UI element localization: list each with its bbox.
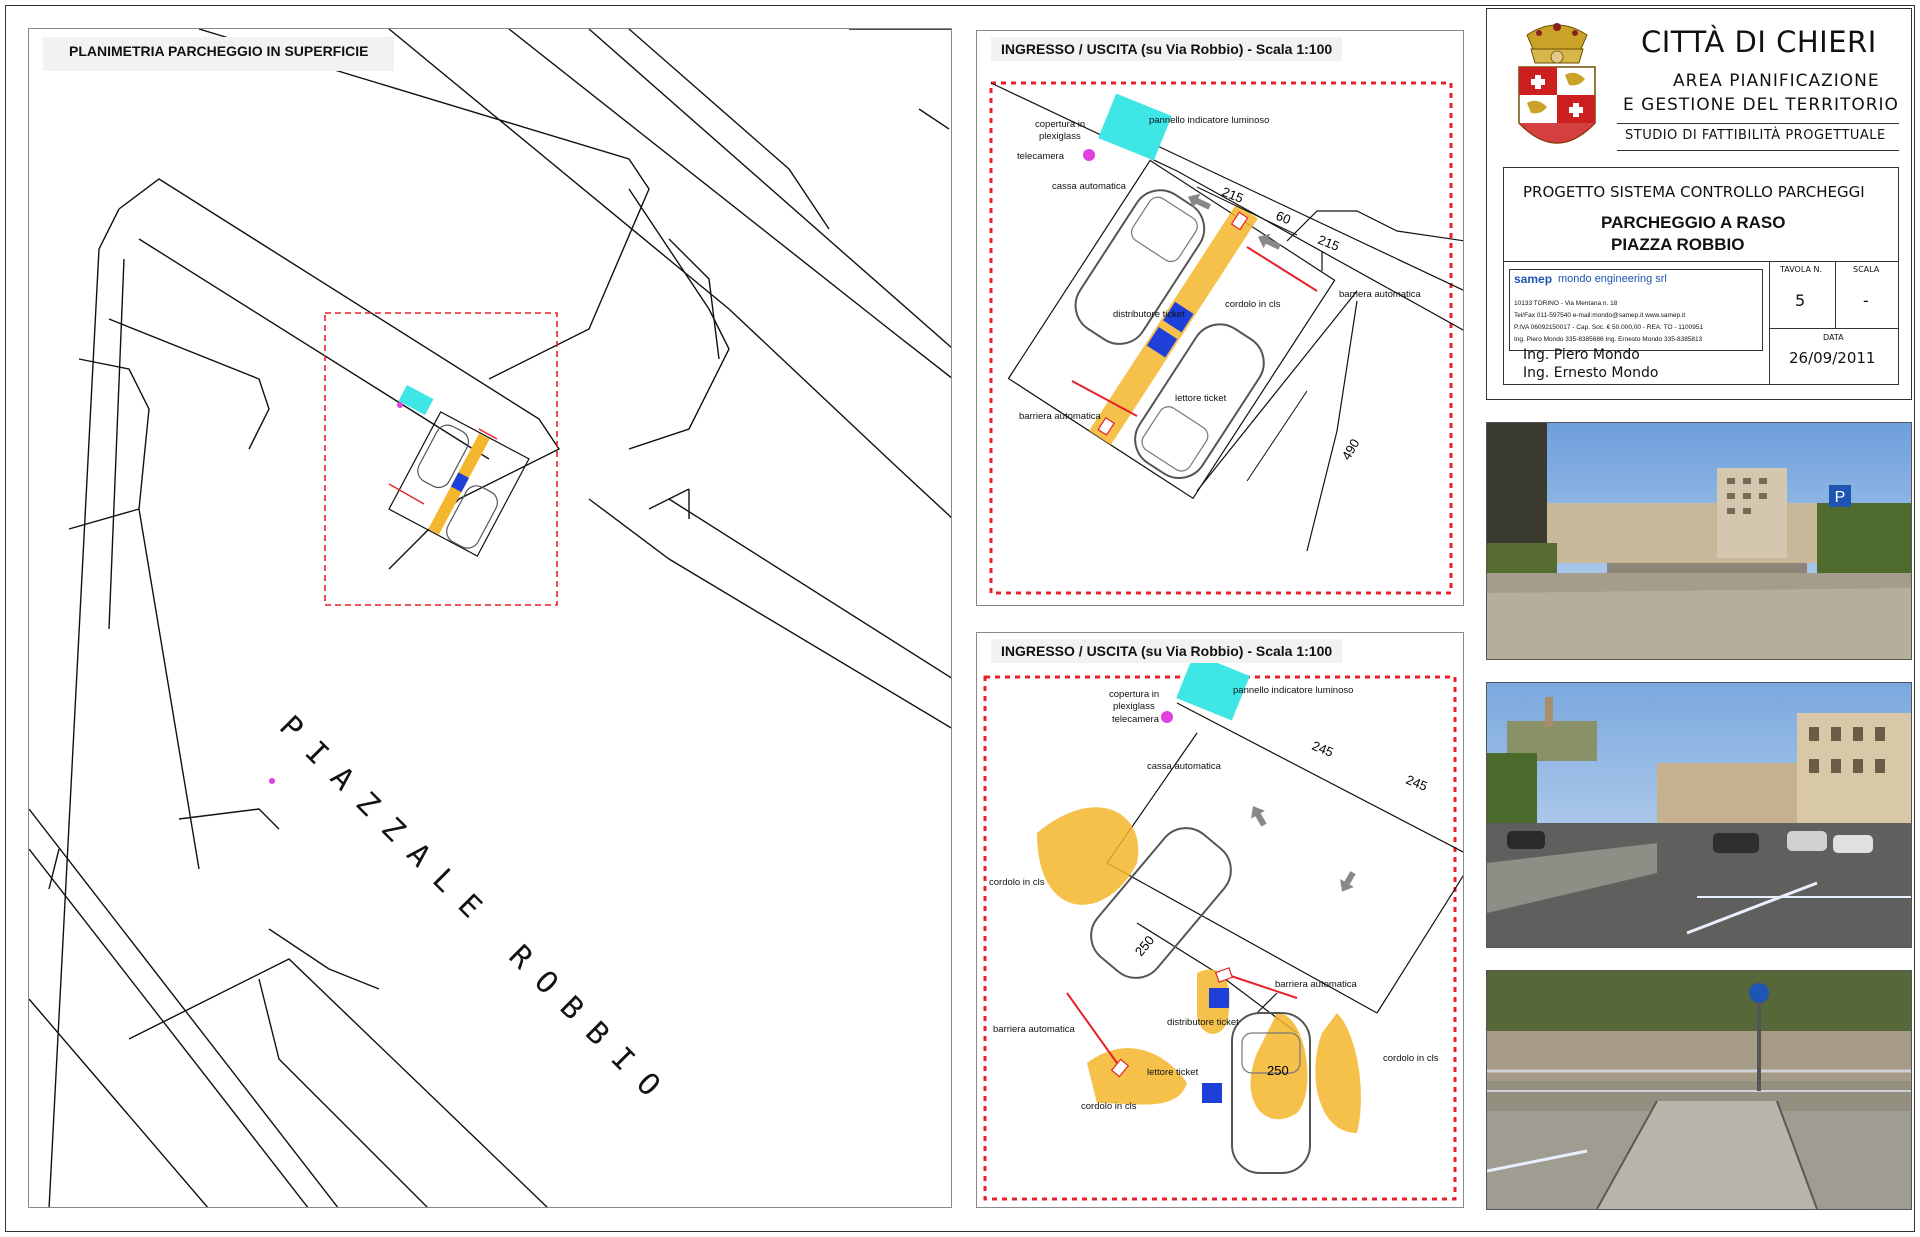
site-photo-2 (1486, 682, 1912, 948)
firm-name: samep (1514, 272, 1553, 286)
tavola-divider-h (1769, 328, 1899, 329)
entrance-detail-title-1: INGRESSO / USCITA (su Via Robbio) - Scal… (991, 37, 1343, 61)
department-line-1: AREA PIANIFICAZIONE (1673, 71, 1880, 91)
entrance-detail-panel-1: copertura in plexiglass pannello indicat… (976, 30, 1464, 606)
firm-line-3: P.IVA 06092150017 - Cap. Soc. € 50.000,0… (1514, 324, 1704, 331)
label-cordolo-2-2: cordolo in cls (1081, 1101, 1137, 1112)
label-telecamera: telecamera (1017, 151, 1065, 162)
city-coat-of-arms (1518, 23, 1596, 144)
label-barriera-2: barriera automatica (1019, 411, 1102, 422)
curb-shape-5 (1315, 1013, 1361, 1133)
entrance-detail-panel-2: copertura in plexiglass pannello indicat… (976, 632, 1464, 1208)
label-copertura-2-1: copertura in (1109, 689, 1159, 700)
dim-250-a: 250 (1132, 933, 1157, 959)
area-of-interest-box (324, 312, 558, 606)
entrance-detail-title-2: INGRESSO / USCITA (su Via Robbio) - Scal… (991, 639, 1343, 663)
tavola-divider-v1 (1769, 262, 1770, 385)
site-plan-title: PLANIMETRIA PARCHEGGIO IN SUPERFICIE (43, 37, 395, 71)
label-cordolo-2-1: cordolo in cls (989, 877, 1045, 888)
sheet-border (5, 5, 1915, 1232)
label-lettore: lettore ticket (1175, 393, 1227, 404)
department-line-2: E GESTIONE DEL TERRITORIO (1623, 95, 1899, 115)
data-label: DATA (1823, 333, 1844, 342)
cashier-cabin (1098, 93, 1172, 161)
dim-490: 490 (1339, 436, 1363, 462)
project-divider (1503, 261, 1899, 262)
label-telecamera-2: telecamera (1112, 714, 1160, 725)
label-pannello: pannello indicatore luminoso (1149, 115, 1269, 126)
firm-line-4: Ing. Piero Mondo 335-8385686 Ing. Ernest… (1514, 336, 1703, 343)
parking-name-line-1: PARCHEGGIO A RASO (1601, 213, 1786, 232)
entrance-detail-drawing-2: copertura in plexiglass pannello indicat… (983, 653, 1463, 1201)
label-pannello-2: pannello indicatore luminoso (1233, 685, 1353, 696)
curb-shape-3 (1087, 1048, 1187, 1105)
label-copertura-2-2: plexiglass (1113, 701, 1155, 712)
firm-line-1: 10133 TORINO - Via Mentana n. 18 (1514, 300, 1618, 307)
dim-250-b: 250 (1267, 1063, 1289, 1078)
label-cassa: cassa automatica (1052, 181, 1127, 192)
label-copertura-2: plexiglass (1039, 131, 1081, 142)
dim-60: 60 (1274, 208, 1293, 227)
scala-value: - (1863, 291, 1869, 310)
dim-245-a: 245 (1310, 738, 1336, 760)
label-cordolo: cordolo in cls (1225, 299, 1281, 310)
label-distributore: distributore ticket (1113, 309, 1185, 320)
entrance-detail-drawing-1: copertura in plexiglass pannello indicat… (989, 81, 1463, 595)
tavola-value: 5 (1795, 291, 1806, 310)
site-photo-1: P (1486, 422, 1912, 660)
svg-text:P: P (1835, 489, 1846, 506)
cashier-cabin-mark (398, 385, 434, 415)
label-lettore-2: lettore ticket (1147, 1067, 1199, 1078)
project-box (1503, 167, 1899, 385)
camera-dot (1083, 149, 1095, 161)
dim-245-b: 245 (1404, 772, 1430, 794)
study-box (1617, 123, 1899, 151)
parking-name-line-2: PIAZZA ROBBIO (1611, 235, 1745, 254)
cashier-cabin-2 (1176, 653, 1250, 721)
firm-subtitle: mondo engineering srl (1558, 273, 1667, 285)
engineer-2: Ing. Ernesto Mondo (1523, 365, 1659, 381)
study-label: STUDIO DI FATTIBILITÀ PROGETTUALE (1625, 128, 1886, 143)
data-value: 26/09/2011 (1789, 349, 1876, 367)
curb-shape-1 (1037, 807, 1139, 905)
tavola-label: TAVOLA N. (1780, 265, 1823, 274)
site-plan-panel: PLANIMETRIA PARCHEGGIO IN SUPERFICIE PIA… (28, 28, 952, 1208)
firm-line-2: Tel/Fax 011-597540 e-mail:mondo@samep.it… (1514, 312, 1686, 319)
dim-215-a: 215 (1220, 184, 1246, 206)
camera-mark-2 (269, 778, 275, 784)
firm-stamp: samep mondo engineering srl 10133 TORINO… (1509, 269, 1763, 351)
engineer-1: Ing. Piero Mondo (1523, 347, 1640, 363)
label-cordolo-2-3: cordolo in cls (1383, 1053, 1439, 1064)
ticket-dispenser-2 (1209, 988, 1229, 1008)
label-cassa-2: cassa automatica (1147, 761, 1222, 772)
label-barriera-1: barriera automatica (1339, 289, 1422, 300)
scala-label: SCALA (1853, 265, 1880, 274)
curb-shape-2 (1250, 1013, 1308, 1120)
camera-mark (397, 402, 403, 408)
label-copertura-1: copertura in (1035, 119, 1085, 130)
city-name: CITTÀ DI CHIERI (1641, 25, 1877, 59)
ticket-reader-2 (1202, 1083, 1222, 1103)
site-plan-drawing (29, 29, 951, 1207)
site-photo-3 (1486, 970, 1912, 1210)
label-distributore-2: distributore ticket (1167, 1017, 1239, 1028)
label-barriera-2-2: barriera automatica (993, 1024, 1076, 1035)
camera-dot-2 (1161, 711, 1173, 723)
project-label: PROGETTO SISTEMA CONTROLLO PARCHEGGI (1523, 183, 1865, 201)
label-barriera-2-1: barriera automatica (1275, 979, 1358, 990)
tavola-divider-v2 (1835, 262, 1836, 328)
title-block: CITTÀ DI CHIERI AREA PIANIFICAZIONE E GE… (1486, 8, 1912, 400)
